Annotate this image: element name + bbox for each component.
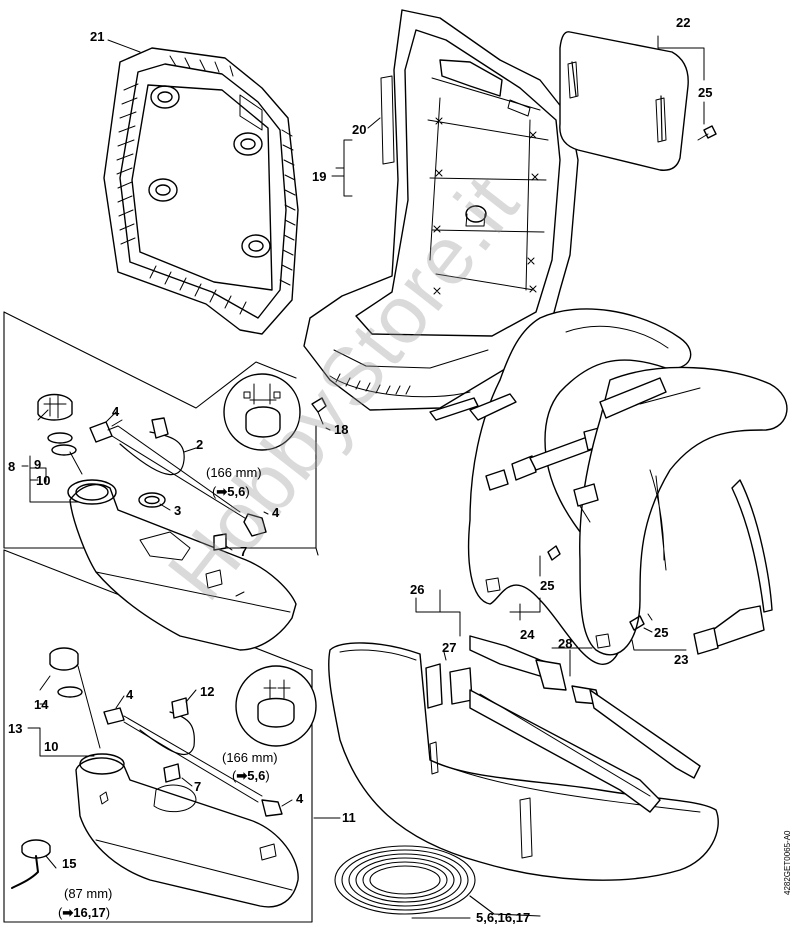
- callout-3: 3: [174, 503, 182, 518]
- callout-15: 15: [62, 856, 77, 871]
- ref-value: 16,17: [73, 905, 106, 920]
- tank-upper: [67, 479, 297, 651]
- measurement-87mm: (87 mm): [64, 886, 113, 901]
- callout-7-a: 7: [240, 544, 248, 559]
- callout-21: 21: [90, 29, 105, 44]
- callout-27: 27: [442, 640, 457, 655]
- callout-25-mid: 25: [540, 578, 555, 593]
- callout-25-top: 25: [698, 85, 713, 100]
- hip-belt-part: [328, 589, 719, 881]
- ref-arrow: ➡: [216, 484, 228, 499]
- callout-5-6-16-17: 5,6,16,17: [476, 910, 531, 925]
- cap-8-upper: [37, 393, 83, 475]
- detail-circle-lower: [235, 665, 317, 747]
- hose-12-lower: [139, 697, 195, 755]
- callout-14: 14: [34, 697, 49, 712]
- measurement-166mm-upper: (166 mm): [206, 465, 262, 480]
- callout-10-b: 10: [44, 739, 59, 754]
- grommet-3: [138, 492, 166, 508]
- carrier-frame-part: [103, 47, 299, 335]
- callout-8: 8: [8, 459, 16, 474]
- cap-14-lower: [49, 647, 101, 749]
- screw-18: [311, 397, 331, 431]
- callout-25-right: 25: [654, 625, 669, 640]
- shoulder-strap-23: [573, 366, 788, 656]
- backplate-part: [303, 9, 579, 411]
- callout-23: 23: [674, 652, 689, 667]
- fitting-15: [11, 839, 51, 889]
- filter-4-lower: [103, 707, 283, 817]
- callout-28: 28: [558, 636, 573, 651]
- callout-4-b: 4: [272, 505, 280, 520]
- callout-10-a: 10: [36, 473, 51, 488]
- measurement-166mm-lower: (166 mm): [222, 750, 278, 765]
- callout-4-c: 4: [126, 687, 134, 702]
- box-connector: [311, 547, 319, 689]
- ref-value: 5,6: [247, 768, 266, 783]
- measurement-ref-87mm: (➡16,17): [58, 905, 111, 920]
- callout-12: 12: [200, 684, 215, 699]
- pad-part: [559, 31, 717, 171]
- callout-20: 20: [352, 122, 367, 137]
- callout-24: 24: [520, 627, 535, 642]
- callout-19: 19: [312, 169, 327, 184]
- callout-4-d: 4: [296, 791, 304, 806]
- measurement-ref-lower: (➡5,6): [232, 768, 270, 783]
- callout-4-a: 4: [112, 404, 120, 419]
- filter-4-upper: [89, 419, 267, 537]
- measurement-ref-upper: (➡5,6): [212, 484, 250, 499]
- callout-2: 2: [196, 437, 204, 452]
- callout-22: 22: [676, 15, 691, 30]
- tank-lower: [75, 753, 299, 908]
- drawing-code: 4282GET0065-A0: [783, 830, 792, 896]
- valve-7-lower: [163, 763, 181, 783]
- callout-7-b: 7: [194, 779, 202, 794]
- hose-2-upper: [119, 417, 185, 476]
- coiled-hose-part: [334, 845, 541, 917]
- ref-arrow: ➡: [236, 768, 248, 783]
- detail-circle-upper: [223, 373, 301, 451]
- callout-9: 9: [34, 457, 42, 472]
- ref-arrow: ➡: [62, 905, 74, 920]
- callout-11: 11: [342, 810, 356, 825]
- leader-lines: [21, 39, 687, 919]
- callout-18: 18: [334, 422, 349, 437]
- valve-7-upper: [213, 533, 227, 551]
- callout-26: 26: [410, 582, 425, 597]
- callout-13: 13: [8, 721, 23, 736]
- ref-value: 5,6: [227, 484, 246, 499]
